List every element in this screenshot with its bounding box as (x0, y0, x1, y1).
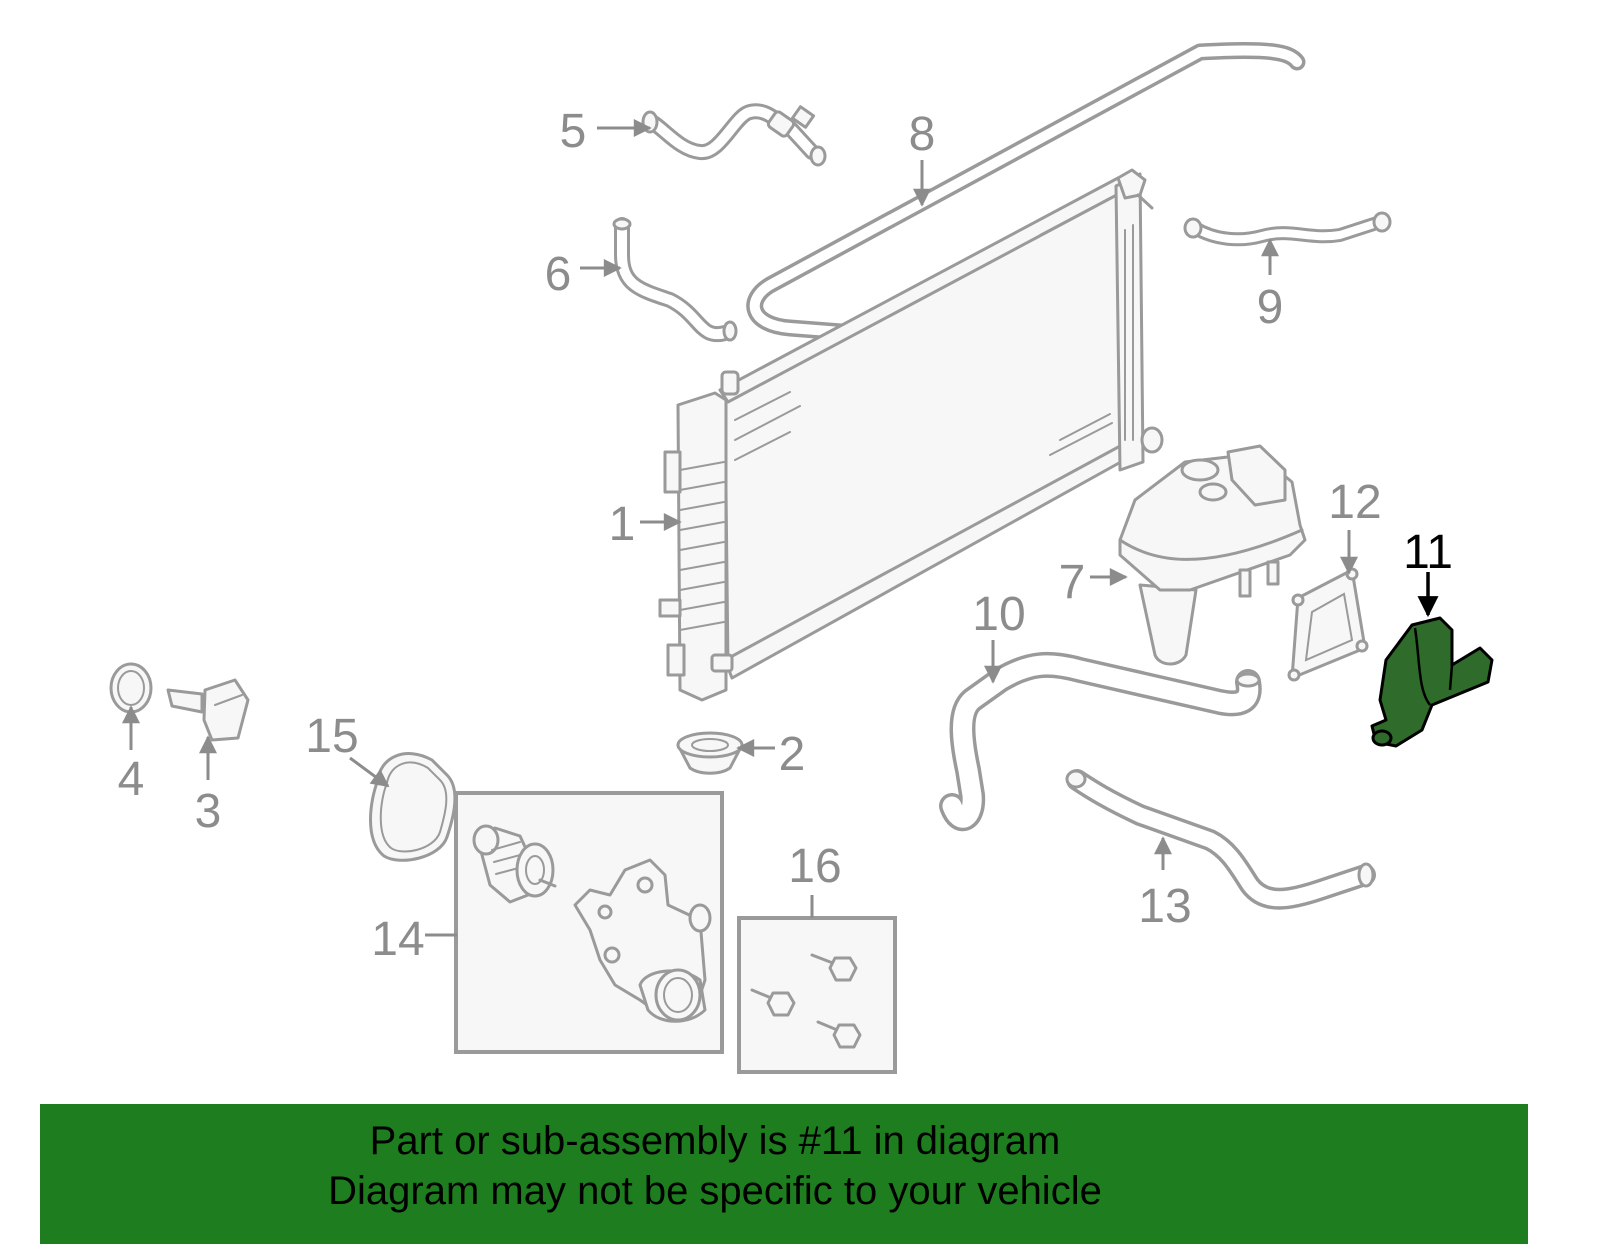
label-9: 9 (1257, 281, 1284, 334)
gasket-opening (1304, 592, 1354, 662)
radiator-drain (710, 653, 734, 673)
part-5-hose (641, 105, 827, 167)
radiator-top-right-mount (1116, 168, 1147, 200)
callout-arrows (122, 119, 1439, 937)
reservoir-port (1198, 482, 1228, 502)
part-5-fitting-mid (766, 110, 796, 138)
label-10: 10 (972, 588, 1025, 641)
part-6-hose (612, 217, 738, 342)
part-5-fitting-end (809, 145, 827, 167)
thermostat-pin (538, 878, 557, 888)
part-10-end-right (1235, 672, 1261, 688)
part-15-gasket (369, 752, 457, 862)
part-6-end-bottom (722, 320, 738, 342)
part-1-radiator (658, 168, 1164, 702)
label-15: 15 (305, 710, 358, 763)
label-13: 13 (1138, 880, 1191, 933)
radiator-left-bracket-mid (658, 598, 682, 618)
label-6: 6 (545, 248, 572, 301)
part-9-hose (1183, 211, 1392, 239)
thermostat-flange (515, 842, 555, 898)
radiator-left-bracket-bottom (666, 643, 686, 677)
part-11-body (1370, 616, 1494, 748)
part-13-end-left (1065, 769, 1087, 789)
part-3-drain-plug (166, 678, 250, 742)
banner-text: Part or sub-assembly is #11 in diagram D… (40, 1116, 1390, 1216)
seal-opening (691, 738, 729, 752)
radiator-right-tank (1114, 172, 1145, 472)
part-6-end-top (612, 217, 632, 231)
radiator-right-tank-hatch (1124, 224, 1134, 441)
gasket-inner (379, 761, 448, 853)
callout-labels: 5 8 6 9 1 12 11 7 10 4 3 15 2 13 16 14 (118, 105, 1453, 966)
radiator-left-bracket-top (663, 450, 682, 494)
radiator-left-tank-ribs (679, 461, 725, 631)
part-16-bolt (810, 953, 858, 982)
thermostat-flange-inner (525, 855, 545, 885)
housing-bolt-hole (597, 904, 613, 920)
part-10-hose (952, 665, 1259, 818)
gasket-hole (1287, 668, 1301, 682)
gasket-hole (1291, 593, 1305, 607)
reservoir-sensor-housing (1226, 444, 1287, 507)
radiator-fins (734, 197, 1113, 461)
gasket-outline (1290, 568, 1367, 680)
reservoir-cap (1180, 458, 1220, 482)
plug-head (202, 678, 250, 742)
label-7: 7 (1059, 556, 1086, 609)
part-9-end-left (1183, 217, 1203, 239)
label-8: 8 (909, 108, 936, 161)
part-2-seal (676, 731, 744, 775)
housing-outlet-rim (654, 968, 702, 1022)
info-banner: Part or sub-assembly is #11 in diagram D… (40, 1104, 1528, 1244)
gasket-hole (1355, 639, 1369, 653)
reservoir-neck (1138, 583, 1198, 666)
radiator-top-neck (720, 370, 740, 396)
part-13-hose (1065, 769, 1375, 899)
gasket-outer (369, 752, 457, 862)
label-12: 12 (1328, 476, 1381, 529)
part-11-highlighted (1370, 616, 1494, 748)
part-5-valve (790, 105, 816, 129)
part-7-coolant-reservoir (1118, 444, 1307, 666)
housing-outlet-opening (663, 977, 693, 1013)
thermostat-valve (472, 824, 500, 856)
plug-head-edge (214, 694, 243, 706)
banner-line-part: Part or sub-assembly is #11 in diagram (369, 1119, 1061, 1163)
label-14: 14 (371, 913, 424, 966)
part-16-bolt (750, 988, 796, 1017)
arrow-15 (349, 756, 390, 788)
label-5: 5 (560, 105, 587, 158)
part-13-end-right (1357, 862, 1375, 888)
part-12-gasket (1287, 567, 1369, 682)
label-4: 4 (118, 753, 145, 806)
seal-rim (676, 731, 744, 759)
part-11-flange (1448, 664, 1454, 691)
part-11-edge (1413, 627, 1432, 706)
radiator-bleed-pin (1136, 193, 1154, 210)
part-14-thermostat (472, 824, 557, 904)
reservoir-pipe-1 (1238, 568, 1252, 598)
housing-bolt-hole (636, 876, 654, 894)
o-ring-inner (117, 670, 145, 706)
banner-line-disclaimer: Diagram may not be specific to your vehi… (328, 1169, 1102, 1213)
housing-side-port (688, 903, 712, 933)
housing-bolt-hole (603, 946, 621, 964)
label-16: 16 (788, 840, 841, 893)
label-3: 3 (195, 785, 222, 838)
part-4-o-ring (109, 662, 153, 714)
label-2: 2 (779, 728, 806, 781)
radiator-outlet (1140, 426, 1164, 454)
part-11-outlet (1371, 729, 1393, 747)
part-14-thermostat-housing (573, 858, 712, 1023)
part-9-end-right (1372, 211, 1392, 233)
part-16-bolt (816, 1020, 862, 1049)
label-11: 11 (1403, 526, 1453, 579)
label-1: 1 (609, 498, 636, 551)
plug-shaft (166, 688, 204, 714)
reservoir-seam (1118, 528, 1304, 561)
reservoir-pipe-2 (1266, 560, 1280, 586)
